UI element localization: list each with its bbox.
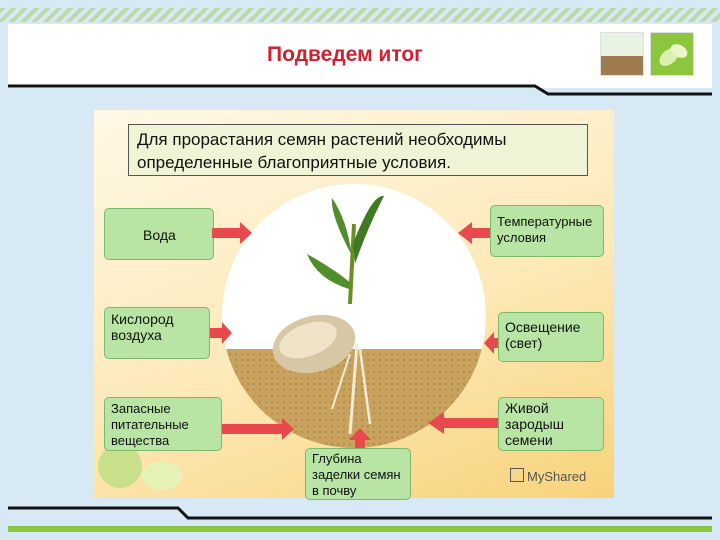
condition-nutrients-line-2: питательные — [111, 417, 189, 432]
condition-oxygen-line-2: воздуха — [111, 327, 162, 343]
myshared-watermark: MyShared — [510, 468, 586, 484]
arrow-embryo — [428, 412, 498, 434]
condition-depth-line-2: заделки семян — [312, 467, 401, 482]
intro-text-box: Для прорастания семян растений необходим… — [128, 124, 588, 176]
condition-oxygen: Кислород воздуха — [104, 307, 210, 359]
condition-temperature: Температурные условия — [490, 205, 604, 257]
arrow-water — [212, 222, 252, 244]
condition-oxygen-line-1: Кислород — [111, 311, 174, 327]
myshared-logo-icon — [510, 468, 524, 482]
condition-nutrients: Запасные питательные вещества — [104, 397, 222, 451]
condition-embryo: Живой зародыш семени — [498, 397, 604, 451]
arrow-nutrients — [222, 418, 294, 440]
intro-line-2: определенные благоприятные условия. — [137, 153, 451, 172]
header-panel — [8, 24, 712, 88]
condition-water-label: Вода — [143, 227, 176, 243]
seedling-thumbnail — [600, 32, 644, 76]
condition-temperature-line-2: условия — [497, 230, 547, 245]
arrow-temperature — [458, 222, 490, 244]
condition-light: Освещение (свет) — [498, 312, 604, 362]
condition-light-line-2: (свет) — [505, 335, 543, 351]
condition-depth-line-1: Глубина — [312, 451, 362, 466]
header-underline — [8, 84, 712, 96]
condition-embryo-line-1: Живой — [505, 400, 549, 416]
arrow-light — [484, 332, 498, 354]
condition-water: Вода — [104, 208, 214, 260]
top-decorative-stripe — [0, 8, 720, 22]
condition-embryo-line-2: зародыш — [505, 416, 564, 432]
condition-nutrients-line-3: вещества — [111, 433, 170, 448]
footer-lines — [8, 506, 712, 532]
condition-nutrients-line-1: Запасные — [111, 401, 171, 416]
condition-depth: Глубина заделки семян в почву — [305, 448, 411, 500]
intro-line-1: Для прорастания семян растений необходим… — [137, 130, 507, 149]
condition-embryo-line-3: семени — [505, 432, 553, 448]
leaf-thumbnail — [650, 32, 694, 76]
myshared-label: MyShared — [527, 469, 587, 484]
condition-temperature-line-1: Температурные — [497, 214, 593, 229]
arrow-oxygen — [210, 322, 232, 344]
arrow-depth — [349, 428, 371, 448]
condition-depth-line-3: в почву — [312, 483, 357, 498]
slide-title: Подведем итог — [267, 43, 423, 66]
seed-illustration — [222, 184, 486, 448]
condition-light-line-1: Освещение — [505, 319, 581, 335]
